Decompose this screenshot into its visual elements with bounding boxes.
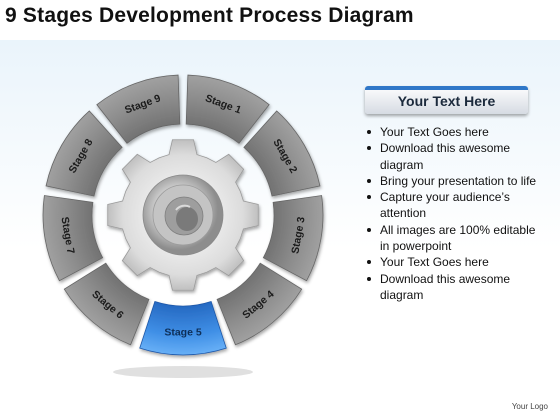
stage-segment-3: [262, 195, 324, 282]
gear-icon: [107, 139, 259, 291]
bullet-item: Your Text Goes here: [363, 124, 543, 140]
wheel-shadow: [113, 366, 253, 378]
stage-segment-4: [216, 262, 303, 346]
text-panel-heading: Your Text Here: [365, 86, 528, 114]
stage-segment-9: [96, 74, 181, 144]
bullet-item: All images are 100% editable in powerpoi…: [363, 222, 543, 255]
stage-segment-5: [139, 301, 227, 356]
page-title: 9 Stages Development Process Diagram: [5, 4, 414, 27]
stage-segment-1: [185, 74, 270, 144]
bullet-item: Download this awesome diagram: [363, 271, 543, 304]
stage-segment-2: [243, 110, 321, 197]
text-panel-bullet-list: Your Text Goes here Download this awesom…: [363, 124, 543, 303]
stage-segment-7: [42, 195, 104, 282]
bullet-item: Capture your audience’s attention: [363, 189, 543, 222]
bullet-item: Bring your presentation to life: [363, 173, 543, 189]
stage-label-5: Stage 5: [164, 326, 202, 338]
footer-logo-text: Your Logo: [511, 402, 548, 411]
bullet-item: Download this awesome diagram: [363, 140, 543, 173]
stage-segment-6: [63, 262, 150, 346]
stage-segment-8: [45, 110, 123, 197]
bullet-item: Your Text Goes here: [363, 254, 543, 270]
